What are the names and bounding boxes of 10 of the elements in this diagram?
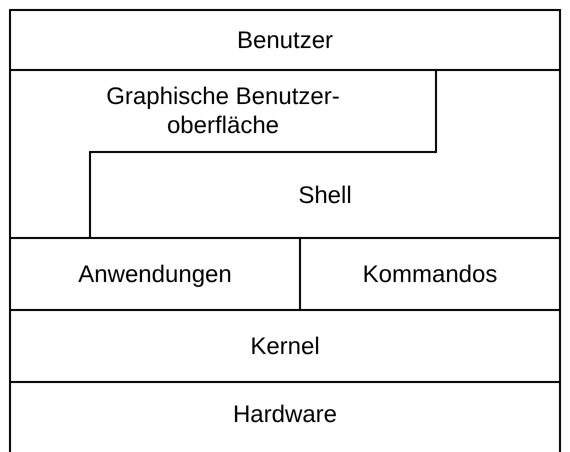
layer-label: Shell: [298, 180, 352, 210]
layer-label: Kommandos: [362, 260, 498, 288]
layer-band: [10, 10, 560, 70]
layer-band: [10, 310, 560, 382]
layer-label: Hardware: [232, 400, 338, 428]
layer-label: Anwendungen: [78, 260, 232, 288]
layer-label: Kernel: [250, 332, 320, 360]
layer-band: [10, 382, 560, 452]
layer-label: Benutzer: [236, 26, 334, 54]
layer-label: Graphische Benutzer- oberfläche: [105, 82, 341, 140]
